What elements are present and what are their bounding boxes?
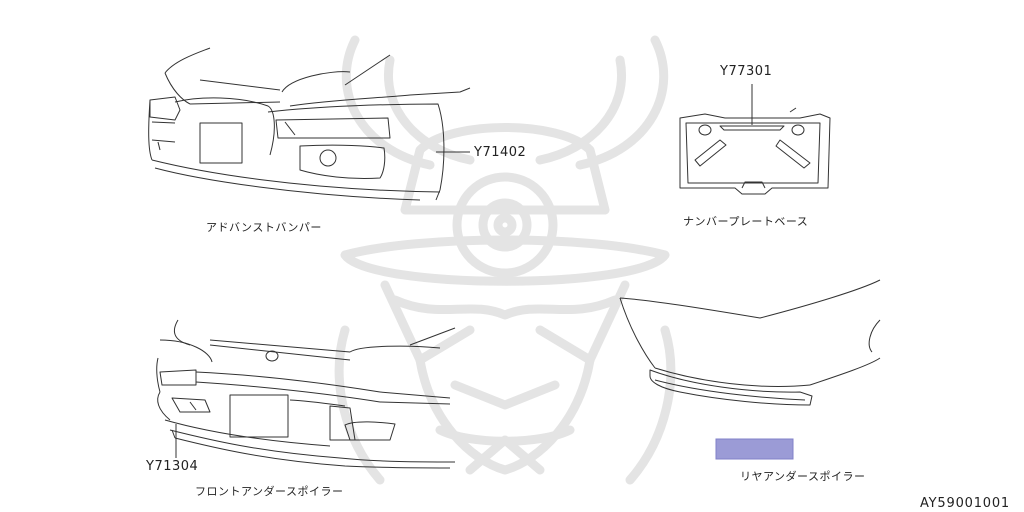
caption-plate-base: ナンバープレートベース — [683, 215, 809, 228]
part-number-y71304[interactable]: Y71304 — [146, 459, 199, 474]
plate-base-drawing — [679, 107, 831, 195]
front-bumper-drawing — [148, 47, 471, 201]
document-id: AY59001001 — [920, 496, 1010, 511]
under-spoiler-drawing — [156, 319, 456, 469]
caption-rear-spoiler: リヤアンダースポイラー — [740, 470, 866, 483]
caption-front-bumper: アドバンストバンパー — [206, 221, 322, 234]
rear-spoiler-drawing — [619, 279, 881, 406]
highlight-swatch — [715, 438, 794, 460]
part-number-y77301[interactable]: Y77301 — [720, 64, 773, 79]
part-number-y71402[interactable]: Y71402 — [474, 145, 527, 160]
samurai-helmet-icon — [334, 35, 676, 485]
caption-under-spoiler: フロントアンダースポイラー — [195, 485, 344, 498]
